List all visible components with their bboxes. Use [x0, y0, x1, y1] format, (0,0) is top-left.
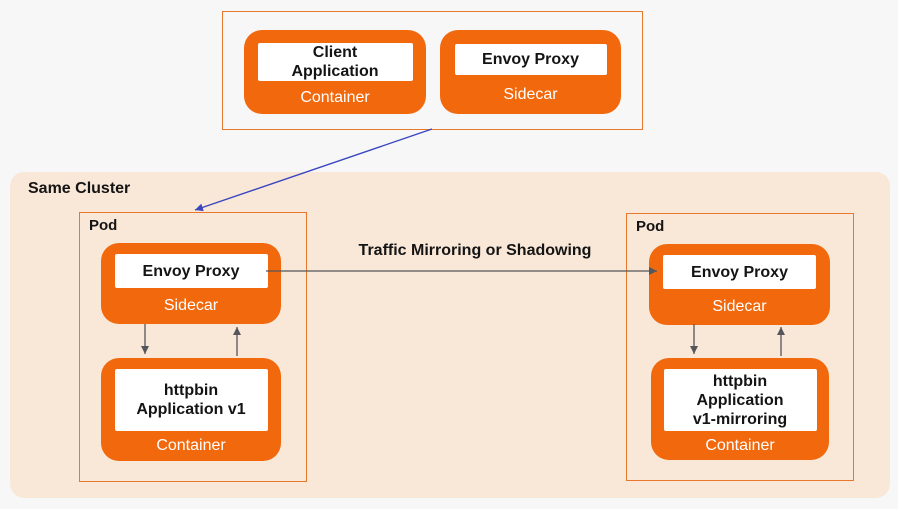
pod-right-envoy-proxy-title: Envoy Proxy — [663, 255, 816, 289]
same-cluster-label: Same Cluster — [28, 180, 131, 197]
client-application-role-label: Container — [300, 88, 370, 106]
pod-right: Pod Envoy Proxy Sidecar httpbin Applicat… — [626, 213, 854, 481]
pod-left: Pod Envoy Proxy Sidecar httpbin Applicat… — [79, 212, 307, 482]
same-cluster-box: Same Cluster Pod Envoy Proxy Sidecar htt… — [10, 172, 890, 498]
pod-left-label: Pod — [89, 217, 118, 234]
pod-left-envoy-proxy-title: Envoy Proxy — [114, 254, 268, 288]
client-application-title: Client Application — [257, 43, 413, 81]
traffic-mirroring-label: Traffic Mirroring or Shadowing — [358, 242, 592, 259]
pod-right-httpbin-title: httpbin Application v1-mirroring — [663, 369, 817, 431]
client-envoy-proxy-role-label: Sidecar — [503, 85, 558, 103]
pod-left-sidecar-role-label: Sidecar — [163, 297, 219, 314]
client-envoy-proxy-title: Envoy Proxy — [454, 44, 607, 75]
pod-left-httpbin-node: httpbin Application v1 Container — [101, 358, 281, 461]
client-group-box: Client Application Container Envoy Proxy… — [222, 11, 643, 130]
pod-left-container-role-label: Container — [156, 437, 226, 454]
pod-right-label: Pod — [636, 218, 665, 235]
pod-right-httpbin-node: httpbin Application v1-mirroring Contain… — [651, 358, 829, 460]
client-application-node: Client Application Container — [244, 30, 426, 114]
pod-right-envoy-proxy-node: Envoy Proxy Sidecar — [649, 244, 830, 325]
pod-right-container-role-label: Container — [705, 436, 775, 454]
client-envoy-proxy-node: Envoy Proxy Sidecar — [440, 30, 621, 114]
pod-left-httpbin-title: httpbin Application v1 — [114, 369, 268, 431]
pod-left-envoy-proxy-node: Envoy Proxy Sidecar — [101, 243, 281, 324]
pod-right-sidecar-role-label: Sidecar — [712, 298, 767, 315]
